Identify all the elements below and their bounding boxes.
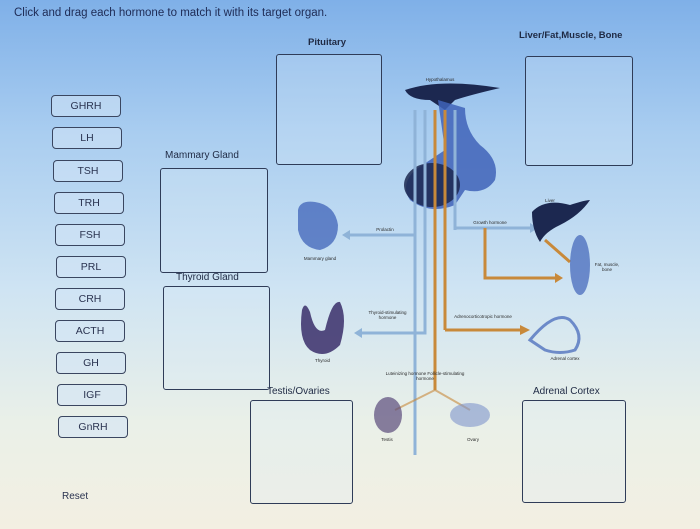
pituitary-icon [406, 100, 496, 209]
hormone-gh[interactable]: GH [56, 352, 126, 374]
thyroid-drop-zone[interactable] [163, 286, 270, 390]
instruction-text: Click and drag each hormone to match it … [14, 7, 328, 19]
thyroid-label: Thyroid Gland [176, 272, 239, 283]
hormone-prl[interactable]: PRL [56, 256, 126, 278]
hormone-tsh[interactable]: TSH [53, 160, 123, 182]
liver-diagram-label: Liver [545, 198, 555, 203]
growth-hormone-label: Growth hormone [473, 220, 507, 225]
fat-muscle-bone-label: Fat, muscle, bone [594, 262, 620, 273]
testis-label: Testis/Ovaries [267, 386, 330, 397]
hormone-crh[interactable]: CRH [55, 288, 125, 310]
hormone-fsh[interactable]: FSH [55, 224, 125, 246]
adrenal-label: Adrenal Cortex [533, 386, 600, 397]
reset-button[interactable]: Reset [62, 491, 89, 502]
thyroid-icon [301, 301, 344, 354]
hypothalamus-label: Hypothalamus [425, 77, 455, 82]
liver-drop-zone[interactable] [525, 56, 633, 166]
hormone-lh[interactable]: LH [52, 127, 122, 149]
adrenal-cortex-icon [527, 316, 581, 354]
testis-drop-zone[interactable] [250, 400, 353, 504]
pituitary-label: Pituitary [308, 37, 347, 48]
ovary-icon [450, 403, 490, 427]
tsh-label: Thyroid-stimulating hormone [368, 310, 407, 321]
thyroid-diagram-label: Thyroid [314, 358, 330, 363]
pituitary-drop-zone[interactable] [276, 54, 382, 165]
lh-fsh-label: Luteinizing hormone Follicle-stimulating… [385, 371, 465, 382]
acth-label: Adrenocorticotropic hormone [454, 314, 512, 319]
testis-icon [374, 397, 402, 433]
hypothalamus-icon [405, 83, 500, 110]
liver-icon [532, 200, 590, 242]
mammary-gland-diagram-label: Mammary gland [303, 256, 337, 261]
adrenal-cortex-diagram-label: Adrenal cortex [550, 356, 580, 361]
mammary-drop-zone[interactable] [160, 168, 268, 273]
liver-label: Liver/Fat,Muscle, Bone [519, 30, 623, 41]
testis-diagram-label: Testis [381, 437, 393, 442]
ovary-diagram-label: Ovary [466, 437, 479, 442]
prolactin-label: Prolactin [376, 227, 394, 232]
hormone-ghrh[interactable]: GHRH [51, 95, 121, 117]
mammary-gland-icon [298, 201, 338, 250]
hormone-trh[interactable]: TRH [54, 192, 124, 214]
adrenal-drop-zone[interactable] [522, 400, 626, 503]
hormone-gnrh[interactable]: GnRH [58, 416, 128, 438]
hormone-igf[interactable]: IGF [57, 384, 127, 406]
mammary-label: Mammary Gland [165, 150, 239, 161]
hormone-acth[interactable]: ACTH [55, 320, 125, 342]
fat-muscle-bone-icon [570, 235, 590, 295]
